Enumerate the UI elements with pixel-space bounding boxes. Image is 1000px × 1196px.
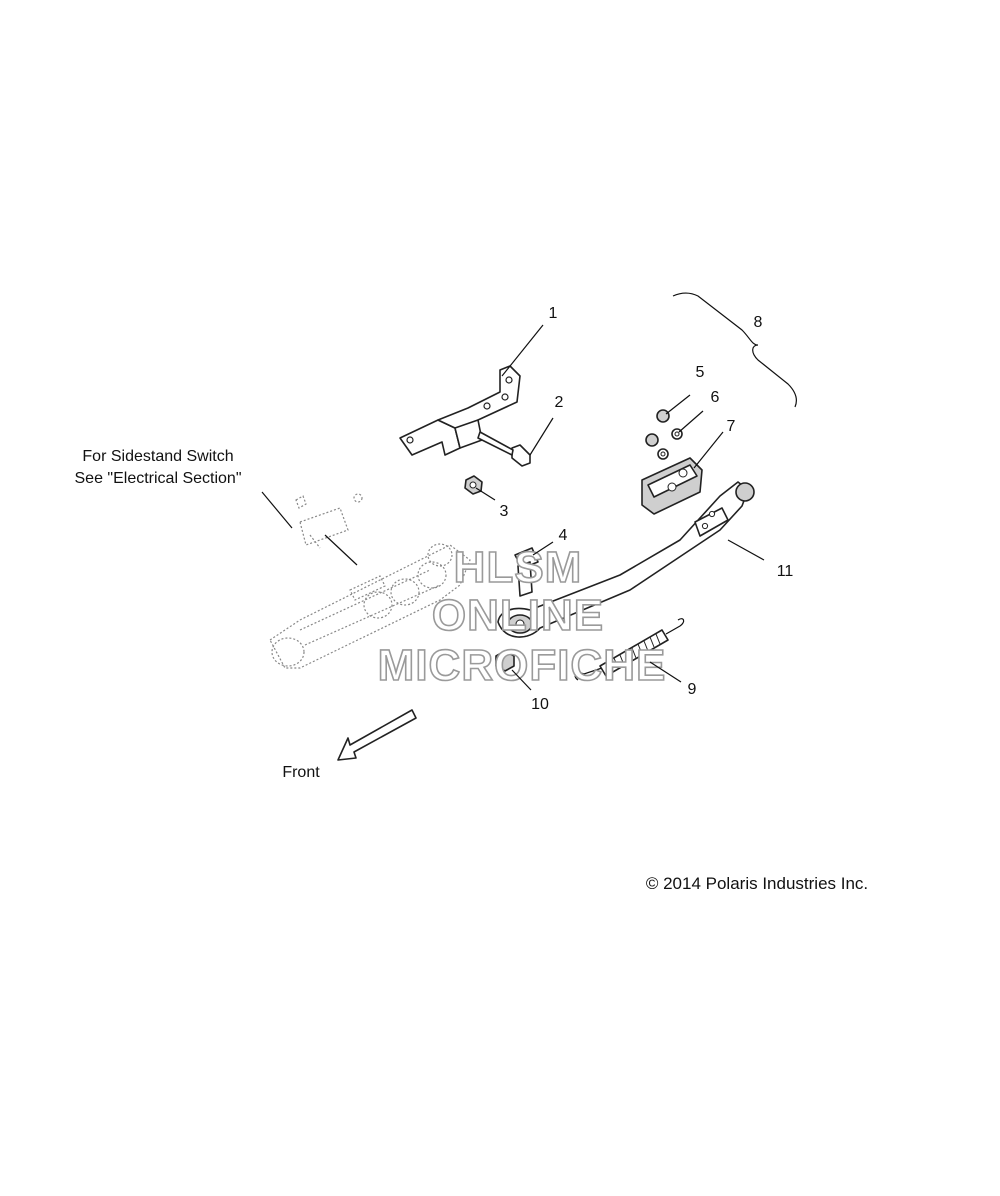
part-4-pivot-bolt <box>514 547 539 597</box>
part-11-sidestand <box>497 481 755 638</box>
callout-4: 4 <box>559 527 568 544</box>
callout-2: 2 <box>555 394 564 411</box>
callout-8: 8 <box>754 314 763 331</box>
part-1-bracket <box>399 365 521 456</box>
callout-9: 9 <box>688 681 697 698</box>
switch-note: For Sidestand Switch See "Electrical Sec… <box>75 448 242 487</box>
callouts: 1 2 3 4 5 6 7 8 9 10 11 <box>500 305 794 713</box>
watermark-line1: HLSM <box>454 543 583 592</box>
watermark: HLSM ONLINE MICROFICHE <box>377 542 667 691</box>
note-line2: See "Electrical Section" <box>75 470 242 487</box>
frame-ghost <box>269 543 471 669</box>
note-line1: For Sidestand Switch <box>82 448 233 465</box>
part-3-nut <box>464 475 483 495</box>
watermark-line2: ONLINE <box>432 591 604 640</box>
copyright-text: © 2014 Polaris Industries Inc. <box>646 874 868 893</box>
front-arrow: Front <box>282 709 417 781</box>
front-label: Front <box>282 764 320 781</box>
callout-7: 7 <box>727 418 736 435</box>
part-6-washer <box>657 428 683 460</box>
callout-1: 1 <box>549 305 558 322</box>
part-5-cap-nut <box>645 409 670 447</box>
part-9-spring <box>574 618 685 681</box>
callout-5: 5 <box>696 364 705 381</box>
part-2-bolt <box>477 431 531 467</box>
watermark-line3: MICROFICHE <box>378 641 667 690</box>
sidestand-switch-ghost <box>295 493 363 549</box>
callout-10: 10 <box>531 696 549 713</box>
part-7-foot-pad <box>641 457 703 515</box>
part-10-nut <box>495 650 515 672</box>
callout-11: 11 <box>777 563 794 580</box>
callout-3: 3 <box>500 503 509 520</box>
leader-lines <box>261 292 797 691</box>
callout-6: 6 <box>711 389 720 406</box>
